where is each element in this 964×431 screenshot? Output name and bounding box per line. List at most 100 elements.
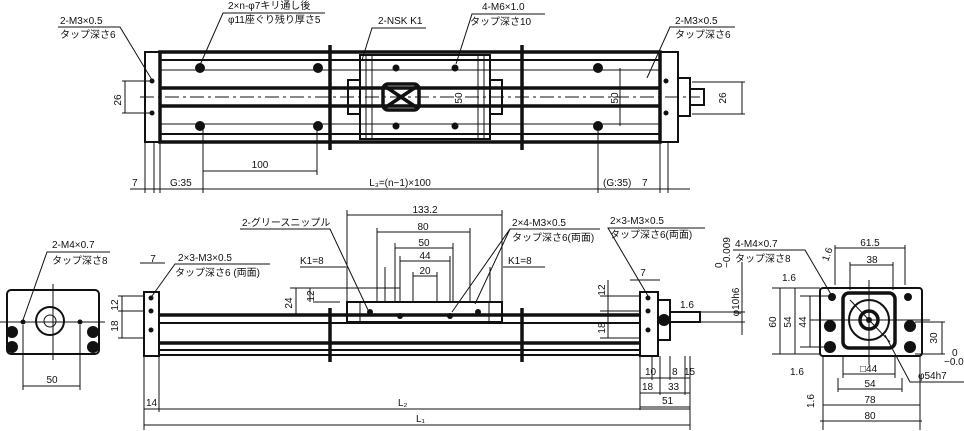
cross-icon [385, 85, 417, 109]
annotation-text: 2×4-M3×0.5 [512, 218, 566, 229]
dim-12-left: 12 [110, 299, 121, 311]
drawing-line [915, 321, 945, 355]
roughness-top: 1.6 [820, 246, 835, 263]
annotation-text: タップ深さ6 [675, 29, 731, 41]
hole-mark [904, 341, 916, 353]
side-carriage [346, 301, 503, 323]
top-shaft [689, 88, 705, 106]
dim-g-right: (G:35) [603, 178, 631, 189]
drawing-line [884, 334, 964, 383]
hole-mark [663, 110, 669, 116]
annotation-text: タップ深さ6 [60, 29, 116, 41]
annotation-text: タップ深さ6(両面) [512, 232, 594, 244]
roughness-bottom-left: 1.6 [790, 367, 804, 378]
drawing-line [849, 262, 894, 290]
pilot-tolerance-upper: 0 [952, 348, 958, 359]
drawing-line [842, 356, 896, 378]
dim-14: 14 [146, 398, 158, 409]
annotation-text: 2×3-M3×0.5 [178, 253, 232, 264]
dim-k1-left: K1=8 [300, 256, 324, 267]
dim-38: 38 [866, 255, 878, 266]
top-carriage-cross-mark [381, 82, 421, 112]
annotation-text: タップ深さ8 [735, 253, 791, 265]
dim-54-h: 54 [864, 379, 876, 390]
hole-mark [87, 326, 99, 338]
dim-26-right: 26 [718, 92, 729, 104]
drawing-line [199, 12, 325, 66]
dim-54-v: 54 [783, 316, 794, 328]
hole-mark [6, 326, 18, 338]
annotation-text: 2-M3×0.5 [60, 16, 103, 27]
drawing-line [489, 79, 503, 115]
drawing-line [361, 27, 426, 61]
top-left-end-block [144, 51, 161, 143]
hole-mark [645, 295, 651, 301]
drawing-line [700, 262, 745, 335]
annotation-text: φ11座ぐり残り厚さ5 [228, 13, 321, 26]
drawing-line [640, 377, 690, 408]
side-view: 133.2 80 50 44 20 K1=8 K1=8 24 12 12 18 … [110, 205, 745, 430]
hole-mark [447, 313, 453, 319]
drawing-line [240, 228, 369, 311]
hole-mark [451, 64, 459, 72]
drawing-line [346, 210, 503, 302]
drawing-line [300, 266, 545, 302]
hole-mark [904, 293, 912, 301]
dim-shaft-phi10h6: φ10h6 [731, 287, 742, 316]
annotation-text: 2-M4×0.7 [52, 240, 95, 251]
hole-mark [593, 63, 603, 73]
drawing-line [151, 263, 270, 297]
hole-mark [195, 63, 205, 73]
dim-78: 78 [864, 395, 876, 406]
hole-mark [87, 341, 99, 353]
dim-50-body: 50 [610, 92, 621, 104]
dim-50-left-end: 50 [46, 375, 58, 386]
drawing-line [834, 245, 906, 285]
hole-mark [451, 122, 459, 130]
hole-mark [367, 309, 373, 315]
dim-7-left: 7 [150, 254, 156, 265]
dim-60: 60 [768, 316, 779, 328]
dim-12-right: 12 [597, 284, 608, 296]
drawing-line [122, 80, 150, 114]
hole-mark [392, 64, 400, 72]
dim-61-5: 61.5 [860, 238, 880, 249]
callout-holes: 2×n-φ7キリ通し後 φ11座ぐり残り厚さ5 [199, 0, 325, 66]
dim-133-2: 133.2 [412, 205, 437, 216]
drawing-line [607, 227, 705, 297]
hole-mark [824, 320, 836, 332]
drawing-line [849, 299, 891, 343]
dim-15: 15 [684, 367, 696, 378]
dim-12: 12 [306, 290, 317, 302]
dim-44-v: 44 [798, 316, 809, 328]
hole-mark [148, 295, 154, 301]
drawing-line [412, 272, 438, 302]
drawing-line [646, 26, 735, 79]
roughness-1-6-side: 1.6 [680, 300, 694, 311]
hole-mark [658, 314, 670, 326]
dim-18-left: 18 [110, 320, 121, 332]
hole-mark [35, 306, 65, 336]
hole-mark [645, 308, 651, 314]
shaft-tolerance-lower: −0.009 [722, 237, 733, 268]
drawing-line [772, 287, 830, 355]
annotation-text: 2×n-φ7キリ通し後 [228, 0, 310, 12]
drawing-line [22, 251, 110, 321]
dim-50: 50 [418, 238, 430, 249]
right-end-view: 4-M4×0.7 タップ深さ8 61.5 38 60 54 44 30 □44 … [733, 238, 964, 430]
pilot-tolerance-lower: −0.03 [944, 357, 964, 368]
drawing-line [600, 280, 640, 339]
side-shaft [669, 311, 701, 323]
hole-mark [148, 308, 154, 314]
drawing-line [58, 26, 153, 81]
dim-k1-right: K1=8 [508, 256, 532, 267]
annotation-text: 2×3-M3×0.5 [610, 216, 664, 227]
drawing-line [820, 356, 922, 430]
hole-mark [149, 110, 155, 116]
hole-mark [663, 78, 669, 84]
dim-g-left: G:35 [170, 178, 192, 189]
dim-26-left: 26 [113, 94, 124, 106]
drawing-line [399, 256, 451, 302]
roughness-bottom: 1.6 [806, 394, 817, 408]
callout-m6: 4-M6×1.0 タップ深さ10 [455, 2, 545, 65]
